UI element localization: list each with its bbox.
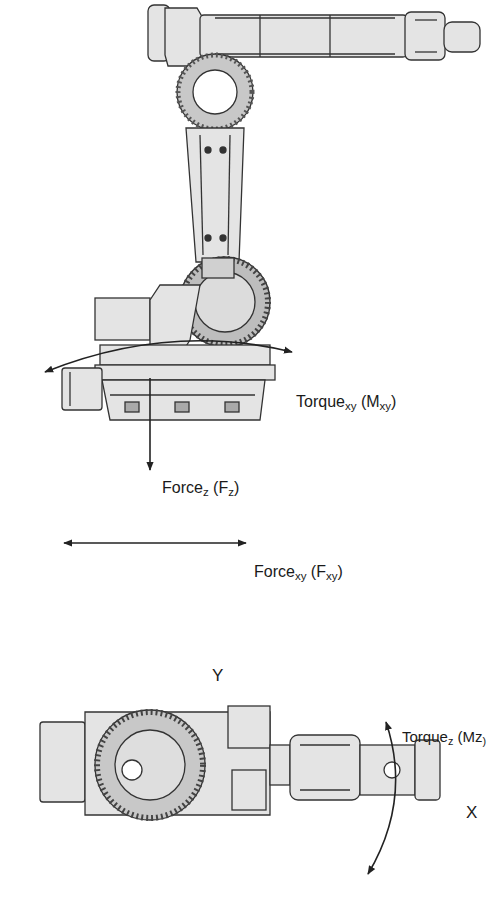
subscript: xy xyxy=(345,400,357,412)
forearm xyxy=(148,5,480,66)
subscript: z xyxy=(228,486,234,498)
robot-top-view-part xyxy=(384,762,400,778)
robot-base-part xyxy=(95,298,150,340)
lower-arm-part xyxy=(220,235,226,241)
elbow-joint-part xyxy=(178,55,252,129)
shoulder-gear-part xyxy=(195,272,255,332)
lower-arm-part xyxy=(220,147,226,153)
subscript: xy xyxy=(380,400,392,412)
forearm-part xyxy=(215,17,395,18)
label-part: Torque xyxy=(296,393,345,410)
robot-top-view-part xyxy=(300,744,350,745)
forearm-part xyxy=(415,19,437,20)
robot-base-part xyxy=(225,402,239,412)
axis-label: X xyxy=(466,803,477,823)
load-arrows xyxy=(45,341,292,543)
robot-base-part xyxy=(110,394,255,395)
subscript: z xyxy=(203,486,209,498)
robot-base-part xyxy=(95,365,275,380)
label-part: Force xyxy=(162,479,203,496)
robot-top-view-part xyxy=(290,735,360,800)
forearm-part xyxy=(415,51,437,52)
label-part: ) xyxy=(337,563,342,580)
subscript: xy xyxy=(326,570,338,582)
robot-top-view-part xyxy=(415,740,440,800)
torque-xy-arc xyxy=(45,341,292,372)
robot-top-view-part xyxy=(97,712,203,818)
robot-top-view-part xyxy=(95,710,205,820)
lower-arm-part xyxy=(186,128,244,262)
robot-top-view xyxy=(40,706,440,820)
label-part: ) xyxy=(391,393,396,410)
torque-label: Torquexy (Mxy) xyxy=(296,392,396,414)
subscript: ) xyxy=(482,735,486,747)
forearm-part xyxy=(200,15,407,57)
robot-base-part xyxy=(175,402,189,412)
shoulder-gear-part xyxy=(202,258,234,278)
robot-top-view-part xyxy=(360,745,415,795)
label-part: Force xyxy=(254,563,295,580)
robot-base-part xyxy=(69,372,70,406)
elbow-joint-part xyxy=(177,54,253,130)
subscript: xy xyxy=(295,570,307,582)
label-part: ) xyxy=(234,479,239,496)
torque-label: Torquez (Mz) xyxy=(402,728,486,748)
lower-arm-part xyxy=(228,135,230,255)
robot-top-view-part xyxy=(122,760,142,780)
torque-z-arc xyxy=(368,722,396,874)
label-part: Torque xyxy=(402,728,448,745)
axis-label: Y xyxy=(212,666,223,686)
elbow-joint xyxy=(177,54,253,130)
forearm-part xyxy=(405,12,445,60)
force-label: Forcez (Fz) xyxy=(162,478,239,500)
robot-base xyxy=(62,285,275,420)
lower-arm-part xyxy=(205,147,211,153)
lower-arm-part xyxy=(200,135,203,255)
forearm-part xyxy=(444,22,480,52)
forearm-part xyxy=(259,15,260,57)
robot-top-view-part xyxy=(232,770,266,810)
forearm-part xyxy=(215,53,395,54)
robot-top-view-part xyxy=(115,730,185,800)
robot-top-view-part xyxy=(300,789,350,790)
robot-base-part xyxy=(125,402,139,412)
lower-arm-part xyxy=(205,235,211,241)
subscript: z xyxy=(448,735,453,747)
robot-top-view-part xyxy=(40,722,85,802)
label-part: (F xyxy=(306,563,326,580)
lower-arm xyxy=(186,128,244,262)
label-part: X xyxy=(466,803,477,822)
label-part: (F xyxy=(209,479,229,496)
robot-side-view xyxy=(62,5,480,420)
robot-top-view-part xyxy=(228,706,270,748)
force-z-arrow xyxy=(149,378,151,470)
label-part: (Mz xyxy=(453,728,482,745)
robot-top-view-part xyxy=(270,745,290,785)
robot-base-part xyxy=(102,380,265,420)
label-part: Y xyxy=(212,666,223,685)
force-label: Forcexy (Fxy) xyxy=(254,562,343,584)
elbow-joint-part xyxy=(193,70,237,114)
forearm-part xyxy=(329,15,330,57)
label-part: (M xyxy=(356,393,379,410)
robot-base-part xyxy=(62,368,102,410)
force-xy-arrow xyxy=(64,542,246,544)
